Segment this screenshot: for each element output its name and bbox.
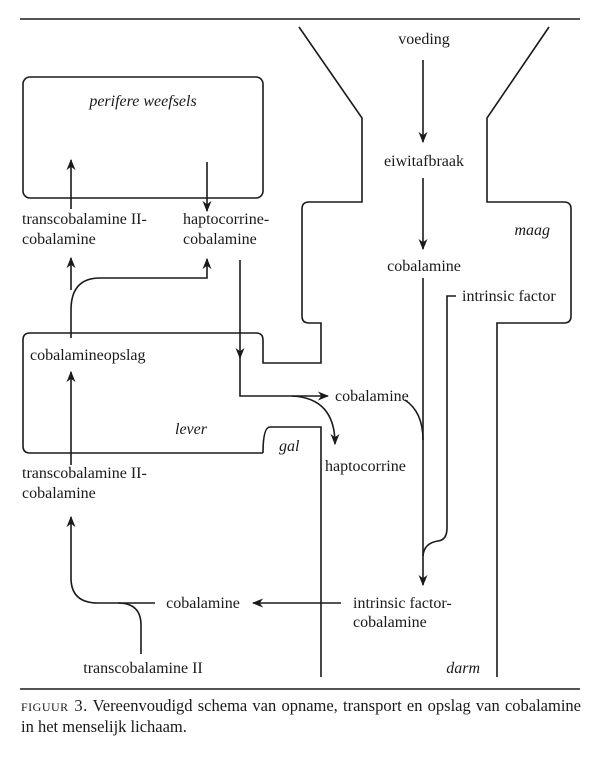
label-cobalamin-blood: cobalamine — [166, 595, 240, 612]
label-food: voeding — [398, 31, 450, 48]
label-hccbl-1: haptocorrine- — [183, 211, 269, 228]
label-liver: lever — [175, 421, 208, 438]
curve-bile-cobalamin-to-stream — [404, 399, 424, 441]
label-cobalamin-stomach: cobalamine — [387, 258, 461, 275]
label-tc2cbl-bottom-2: cobalamine — [22, 485, 96, 502]
tract-left-wall-lower — [262, 426, 322, 677]
label-intestine: darm — [446, 660, 480, 677]
label-tc2: transcobalamine II — [83, 660, 203, 677]
arrow-bile-to-cobalamin — [239, 356, 330, 401]
arrow-tc2-merge — [66, 515, 142, 654]
label-peripheral-tissues: perifere weefsels — [88, 93, 196, 110]
arrow-bile-to-haptocorrine — [291, 395, 340, 446]
liver-box — [22, 332, 264, 454]
label-tc2cbl-bottom-1: transcobalamine II- — [22, 465, 147, 482]
figure-caption: figuur 3. Vereenvoudigd schema van opnam… — [21, 695, 581, 737]
label-tc2cbl-top-1: transcobalamine II- — [22, 211, 147, 228]
line-intrinsic-factor — [422, 295, 456, 557]
arrow-storage-to-hccbl — [70, 257, 212, 338]
label-intrinsic-factor: intrinsic factor — [462, 288, 556, 305]
label-ifcbl-1: intrinsic factor- — [353, 595, 452, 612]
label-stomach: maag — [514, 222, 550, 239]
label-haptocorrine: haptocorrine — [325, 458, 406, 475]
caption-text: Vereenvoudigd schema van opname, transpo… — [21, 696, 581, 736]
caption-label: figuur 3. — [21, 696, 88, 715]
label-cobalamin-bile: cobalamine — [335, 388, 409, 405]
label-tc2cbl-top-2: cobalamine — [22, 231, 96, 248]
tract-right-wall — [486, 26, 572, 677]
label-protein-breakdown: eiwitafbraak — [384, 153, 464, 170]
label-bile: gal — [279, 438, 300, 455]
label-storage: cobalamineopslag — [30, 347, 146, 364]
label-hccbl-2: cobalamine — [183, 231, 257, 248]
label-ifcbl-2: cobalamine — [353, 614, 427, 631]
tract-left-wall — [262, 26, 363, 364]
peripheral-tissues-box — [22, 76, 264, 199]
